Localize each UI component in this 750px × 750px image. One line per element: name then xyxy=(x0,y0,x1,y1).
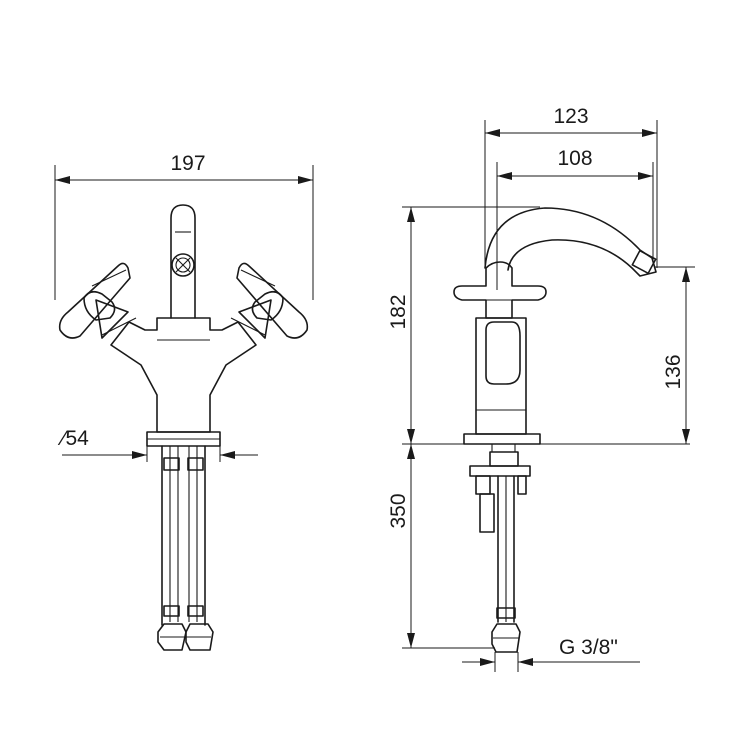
side-hose xyxy=(469,451,531,653)
connection-dimension: G 3/8" xyxy=(462,636,640,672)
side-handle xyxy=(453,261,547,319)
diameter-dimension: ∕54 xyxy=(57,427,258,462)
hose-length-dimension: 350 xyxy=(387,444,495,649)
hose-length-label: 350 xyxy=(387,493,410,528)
diameter-label: ∕54 xyxy=(57,427,89,450)
spout-reach-label: 108 xyxy=(557,147,592,170)
side-view: 123 108 182 136 xyxy=(387,105,695,672)
front-spout xyxy=(170,204,196,319)
side-body xyxy=(475,317,527,435)
height-dimension: 182 xyxy=(387,206,690,445)
spout-height-dimension: 136 xyxy=(655,266,695,444)
front-base xyxy=(146,431,221,447)
front-hoses xyxy=(157,445,214,651)
side-spout xyxy=(484,207,657,277)
front-body xyxy=(101,317,266,433)
spout-reach-dimension: 108 xyxy=(496,147,654,290)
spout-height-label: 136 xyxy=(662,354,685,389)
connection-label: G 3/8" xyxy=(559,636,618,659)
front-left-handle xyxy=(58,262,131,339)
total-reach-dimension: 123 xyxy=(484,105,658,268)
width-label: 197 xyxy=(170,152,205,175)
side-base xyxy=(463,433,541,452)
width-dimension: 197 xyxy=(54,152,314,300)
front-view: 197 xyxy=(54,152,314,651)
height-label: 182 xyxy=(387,294,410,329)
front-right-handle xyxy=(236,262,309,339)
total-reach-label: 123 xyxy=(553,105,588,128)
